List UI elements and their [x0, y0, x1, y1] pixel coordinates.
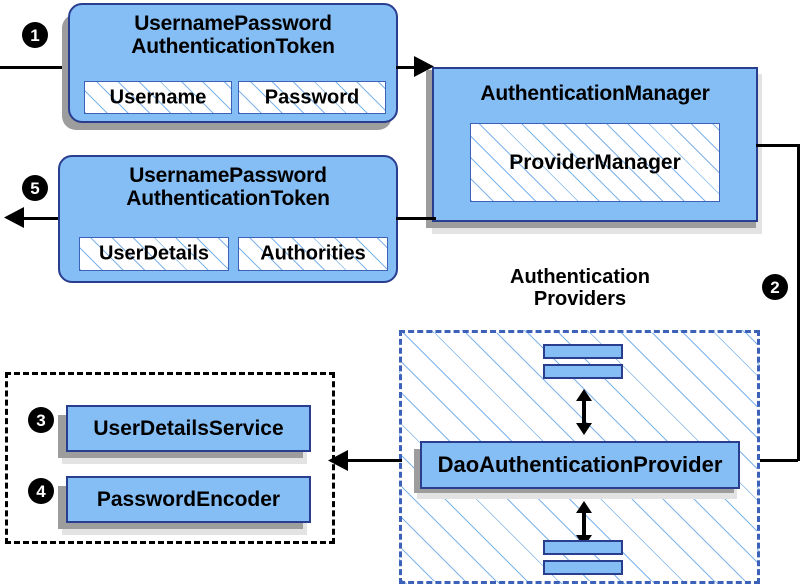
authentication-providers-container: DaoAuthenticationProvider: [399, 330, 760, 584]
request-token-title-line1: UsernamePassword: [134, 12, 332, 35]
provider-manager-box[interactable]: ProviderManager: [470, 123, 720, 202]
collaborators-container: 3 UserDetailsService 4 PasswordEncoder: [5, 372, 335, 544]
request-token-field-username-label: Username: [109, 86, 207, 108]
response-out-line: [22, 217, 70, 220]
response-token-title-line1: UsernamePassword: [129, 164, 327, 187]
authentication-manager-box[interactable]: AuthenticationManager ProviderManager: [432, 67, 758, 222]
response-token-box[interactable]: UsernamePassword AuthenticationToken Use…: [58, 155, 398, 283]
response-token-field-userdetails[interactable]: UserDetails: [79, 237, 229, 271]
request-to-manager-line: [396, 66, 426, 69]
authentication-manager-title: AuthenticationManager: [480, 82, 710, 105]
user-details-service-label: UserDetailsService: [93, 416, 284, 440]
response-token-title: UsernamePassword AuthenticationToken: [60, 164, 396, 210]
request-token-field-username[interactable]: Username: [84, 81, 232, 114]
response-token-field-userdetails-label: UserDetails: [98, 242, 210, 265]
incoming-request-line: [0, 66, 68, 69]
response-token-title-line2: AuthenticationToken: [126, 186, 330, 210]
password-encoder-box[interactable]: PasswordEncoder: [66, 476, 311, 523]
step-badge-4: 4: [28, 478, 54, 504]
user-details-service-box[interactable]: UserDetailsService: [66, 405, 311, 452]
manager-down-connector: [797, 144, 800, 461]
manager-to-response-line: [396, 217, 436, 220]
step-badge-3: 3: [28, 407, 54, 433]
password-encoder-label: PasswordEncoder: [96, 487, 281, 511]
provider-to-collaborators-line: [340, 459, 402, 462]
provider-placeholder-top-2[interactable]: [543, 364, 623, 379]
dao-authentication-provider-label: DaoAuthenticationProvider: [437, 452, 723, 477]
provider-link-arrow-top: [576, 389, 592, 435]
dao-authentication-provider-box[interactable]: DaoAuthenticationProvider: [420, 441, 740, 489]
request-token-title: UsernamePassword AuthenticationToken: [70, 12, 396, 58]
request-token-field-password[interactable]: Password: [238, 81, 386, 114]
response-token-field-authorities[interactable]: Authorities: [238, 237, 388, 271]
request-token-title-line2: AuthenticationToken: [131, 34, 335, 58]
manager-right-stub: [756, 144, 800, 147]
arrow-left-to-collaborators: [328, 450, 348, 471]
provider-placeholder-bottom-1[interactable]: [543, 540, 623, 555]
provider-placeholder-top-1[interactable]: [543, 344, 623, 359]
request-token-box[interactable]: UsernamePassword AuthenticationToken Use…: [68, 3, 398, 123]
response-token-field-authorities-label: Authorities: [260, 242, 366, 265]
provider-placeholder-bottom-2[interactable]: [543, 560, 623, 575]
step-badge-5: 5: [22, 175, 48, 201]
request-token-field-password-label: Password: [264, 86, 360, 108]
step-badge-2: 2: [762, 274, 788, 300]
providers-heading-line2: Providers: [533, 288, 627, 310]
arrow-left-response: [4, 207, 24, 228]
arrow-right-to-manager: [414, 56, 434, 77]
step-badge-1: 1: [22, 22, 48, 48]
authentication-providers-heading: Authentication Providers: [455, 266, 705, 310]
providers-heading-line1: Authentication: [510, 266, 650, 288]
provider-manager-label: ProviderManager: [509, 150, 681, 174]
